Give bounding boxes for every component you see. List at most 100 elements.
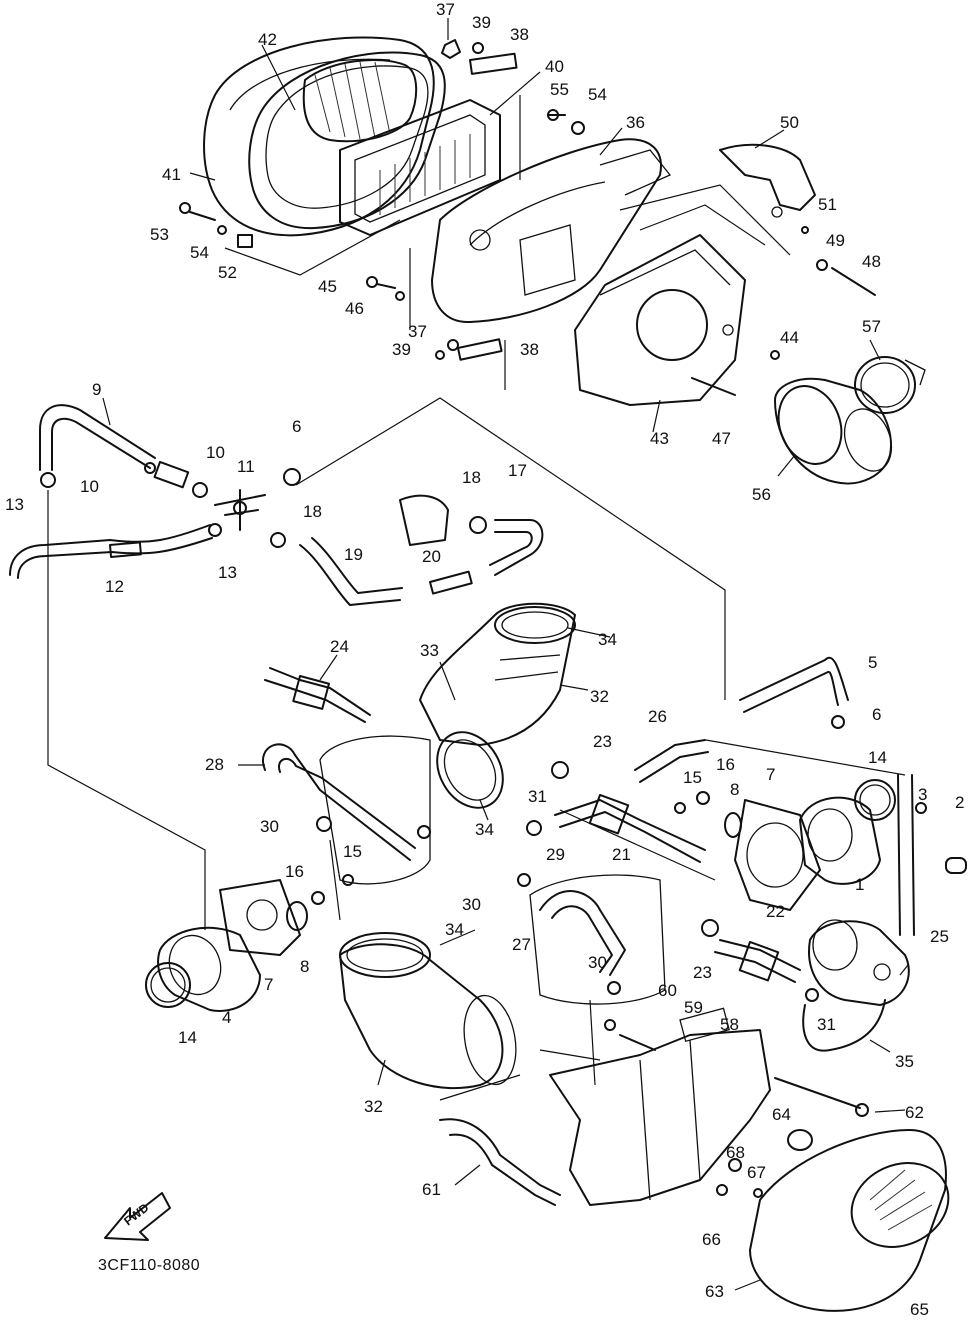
air-filter-element-40 — [339, 99, 501, 236]
assembly-lines — [47, 95, 906, 1101]
callout-leaders — [102, 18, 909, 1291]
callout-1: 1 — [855, 875, 864, 894]
callout-10-b: 10 — [80, 477, 99, 496]
callout-13-b: 13 — [218, 563, 237, 582]
callout-28: 28 — [205, 755, 224, 774]
callout-57: 57 — [862, 317, 881, 336]
callout-8-b: 8 — [300, 957, 309, 976]
callout-64: 64 — [772, 1105, 791, 1124]
callout-10: 10 — [206, 443, 225, 462]
callout-21: 21 — [612, 845, 631, 864]
callout-68: 68 — [726, 1143, 745, 1162]
callout-44: 44 — [780, 328, 799, 347]
callout-36: 36 — [626, 113, 645, 132]
joint-56 — [774, 377, 893, 485]
callout-38-b: 38 — [520, 340, 539, 359]
callout-34: 34 — [598, 630, 617, 649]
wire-35 — [802, 999, 886, 1052]
callout-3: 3 — [918, 785, 927, 804]
callout-63: 63 — [705, 1282, 724, 1301]
air-cleaner-case-36 — [431, 138, 672, 324]
callout-43: 43 — [650, 429, 669, 448]
callout-23-b: 23 — [693, 963, 712, 982]
o-ring-8-left — [286, 901, 308, 931]
callout-54-b: 54 — [190, 243, 209, 262]
callout-41: 41 — [162, 165, 181, 184]
callout-55: 55 — [550, 80, 569, 99]
callout-59: 59 — [684, 998, 703, 1017]
callout-12: 12 — [105, 577, 124, 596]
callout-6-b: 6 — [872, 705, 881, 724]
manifold-7-right — [734, 799, 821, 911]
callout-37-b: 37 — [408, 322, 427, 341]
callout-25: 25 — [930, 927, 949, 946]
o-ring-8-right — [724, 812, 742, 838]
callout-48: 48 — [862, 252, 881, 271]
callout-35: 35 — [895, 1052, 914, 1071]
callout-13: 13 — [5, 495, 24, 514]
callout-31: 31 — [528, 787, 547, 806]
callout-6: 6 — [292, 417, 301, 436]
callout-30: 30 — [260, 817, 279, 836]
callout-38: 38 — [510, 25, 529, 44]
joint-32-lower — [339, 932, 517, 1089]
clamps — [40, 461, 927, 1002]
pipe-26 — [634, 739, 709, 783]
top-hardware — [179, 39, 876, 396]
callout-30-c: 30 — [588, 953, 607, 972]
callout-2: 2 — [955, 793, 964, 812]
callout-60: 60 — [658, 981, 677, 1000]
callout-39-b: 39 — [392, 340, 411, 359]
callout-66: 66 — [702, 1230, 721, 1249]
callout-50: 50 — [780, 113, 799, 132]
callout-15-b: 15 — [343, 842, 362, 861]
callout-40: 40 — [545, 57, 564, 76]
callout-labels: 37 39 38 42 40 55 54 36 50 41 51 53 49 5… — [5, 0, 964, 1319]
part-code: 3CF110-8080 — [98, 1257, 200, 1274]
hose-12 — [9, 524, 213, 579]
callout-29: 29 — [546, 845, 565, 864]
hose-9 — [39, 404, 156, 471]
pipe-17 — [489, 519, 544, 576]
callout-23: 23 — [593, 732, 612, 751]
callout-30-b: 30 — [462, 895, 481, 914]
callout-34-b: 34 — [475, 820, 494, 839]
callout-52: 52 — [218, 263, 237, 282]
callout-24: 24 — [330, 637, 349, 656]
o-ring-14-right — [854, 779, 896, 821]
callout-47: 47 — [712, 429, 731, 448]
o-ring-14-left — [145, 962, 191, 1008]
bottom-hardware — [604, 1019, 869, 1198]
callout-34-c: 34 — [445, 920, 464, 939]
callout-16: 16 — [716, 755, 735, 774]
cap-2 — [945, 857, 967, 874]
callout-51: 51 — [818, 195, 837, 214]
cylinder-outline — [319, 735, 666, 1005]
manifold-7-left — [219, 879, 301, 956]
callout-27: 27 — [512, 935, 531, 954]
callout-7-b: 7 — [264, 975, 273, 994]
callout-5: 5 — [868, 653, 877, 672]
callout-20: 20 — [422, 547, 441, 566]
joint-20 — [428, 570, 473, 595]
joint-33-32 — [419, 602, 576, 746]
callout-26: 26 — [648, 707, 667, 726]
side-cover-43 — [574, 234, 746, 406]
pipe-22 — [714, 939, 801, 983]
callout-62: 62 — [905, 1103, 924, 1122]
pipe-27 — [539, 890, 626, 976]
hose-5 — [739, 656, 849, 713]
callout-58: 58 — [720, 1015, 739, 1034]
pipe-24 — [264, 667, 371, 723]
air-cleaner-element-42-inner — [302, 59, 418, 143]
callout-18-b: 18 — [303, 502, 322, 521]
callout-14: 14 — [868, 748, 887, 767]
callout-31-b: 31 — [817, 1015, 836, 1034]
carburetor-25 — [808, 919, 910, 1006]
bracket-50 — [719, 143, 816, 218]
callout-9: 9 — [92, 380, 101, 399]
callout-15: 15 — [683, 768, 702, 787]
callout-32-b: 32 — [364, 1097, 383, 1116]
hose-61 — [439, 1118, 561, 1206]
